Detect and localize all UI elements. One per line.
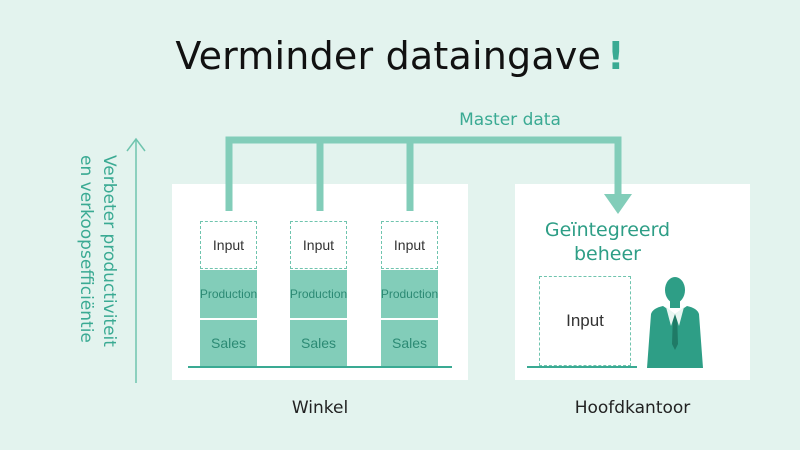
heading-line-1: Geïntegreerd [544, 219, 671, 241]
shop-sales-block-3: Sales [381, 320, 438, 366]
page-title: Verminder dataingave! [0, 34, 800, 78]
shop-baseline [188, 366, 452, 368]
heading-line-2: beheer [574, 243, 641, 265]
shop-sales-block-1: Sales [200, 320, 257, 366]
hq-panel: Geïntegreerd beheer Input [515, 184, 750, 380]
hq-baseline [527, 366, 637, 368]
exclamation-mark: ! [607, 34, 625, 78]
master-data-line [225, 136, 622, 211]
shop-production-block-1: Production [200, 270, 257, 320]
hq-caption: Hoofdkantoor [574, 398, 691, 418]
shop-production-block-2: Production [290, 270, 347, 320]
integrated-management-heading: Geïntegreerd beheer [515, 218, 700, 266]
businessman-icon [647, 277, 703, 368]
up-arrow-icon [126, 137, 146, 383]
shop-production-block-3: Production [381, 270, 438, 320]
master-data-label: Master data [459, 110, 561, 130]
hq-input-box: Input [539, 276, 631, 366]
arrow-down-icon [604, 194, 632, 214]
shop-panel: Input Production Sales Input Production … [172, 184, 468, 380]
shop-input-box-2: Input [290, 221, 347, 269]
shop-caption: Winkel [291, 398, 349, 418]
title-text: Verminder dataingave [175, 34, 602, 78]
shop-input-box-3: Input [381, 221, 438, 269]
shop-input-box-1: Input [200, 221, 257, 269]
shop-sales-block-2: Sales [290, 320, 347, 366]
